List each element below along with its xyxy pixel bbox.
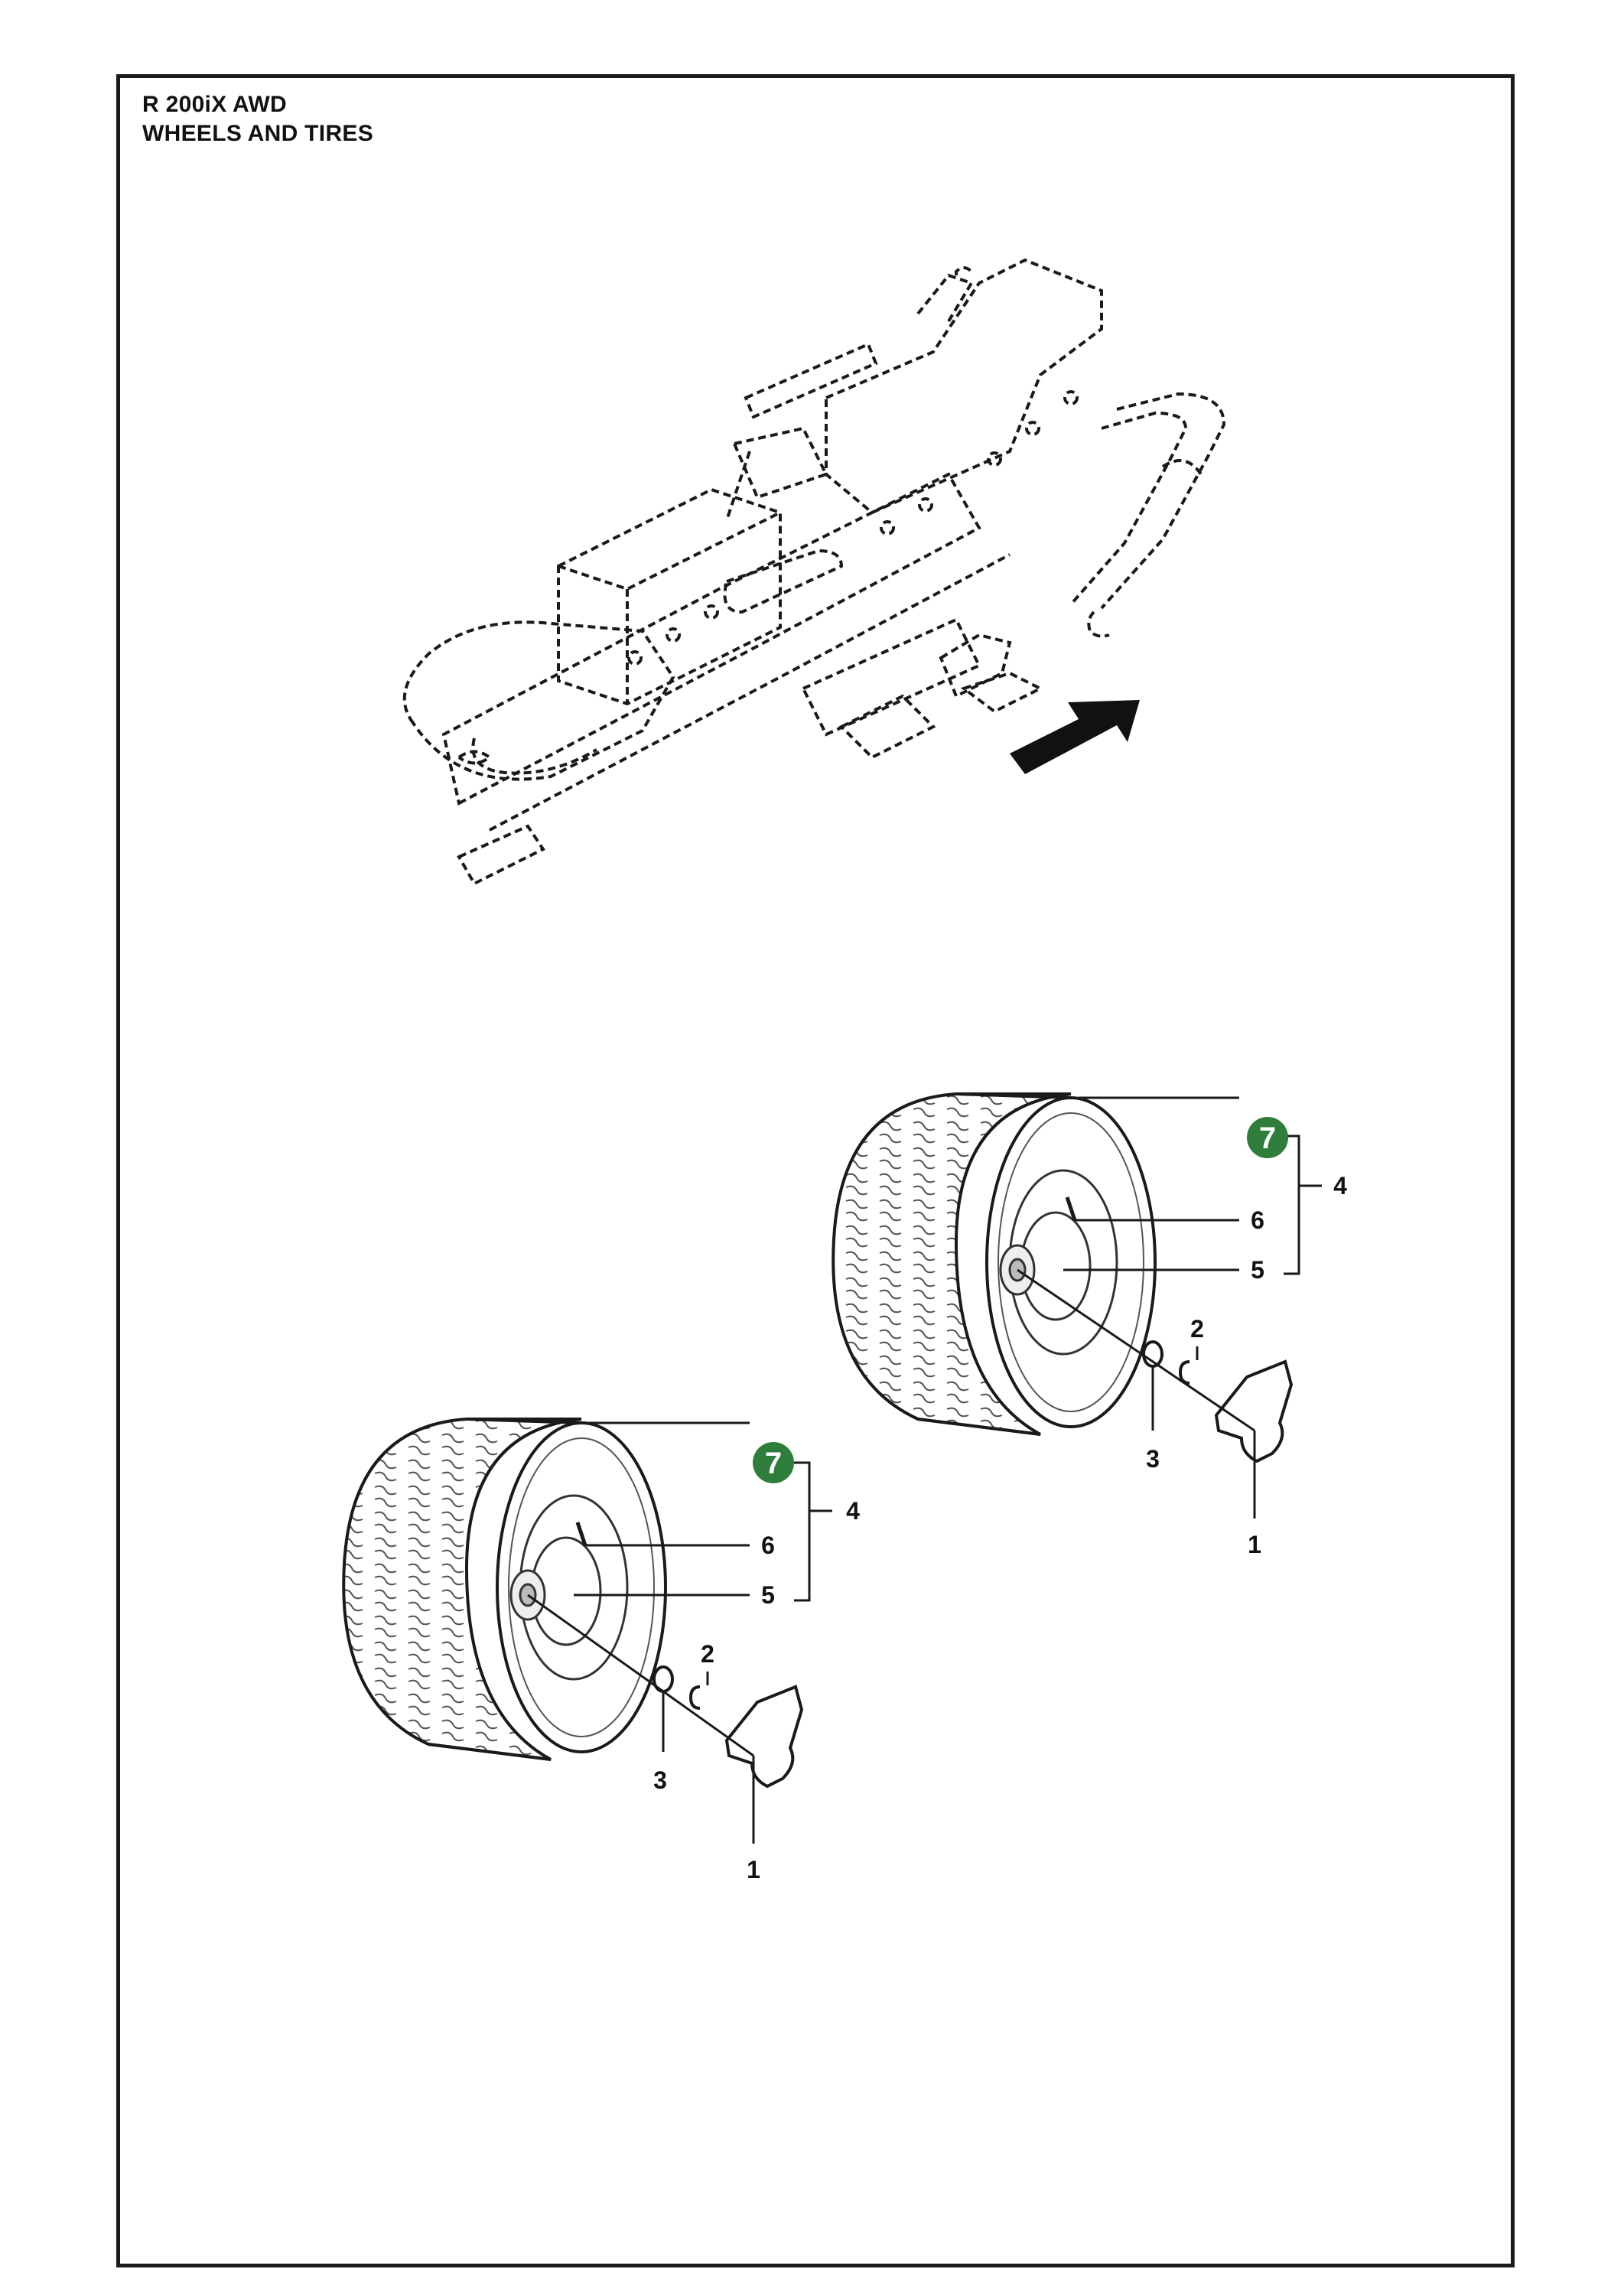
section-title: WHEELS AND TIRES — [142, 121, 374, 146]
valve-right — [1065, 1196, 1077, 1221]
clip-left — [688, 1685, 701, 1710]
arrow-icon — [1010, 700, 1140, 774]
chassis-frame — [402, 258, 1226, 886]
callout-6-left: 6 — [761, 1532, 775, 1559]
callout-7-right: 7 — [1259, 1121, 1276, 1155]
model-title: R 200iX AWD — [142, 92, 287, 117]
valve-left — [575, 1522, 587, 1546]
callout-1-left: 1 — [747, 1856, 760, 1883]
callout-4-left: 4 — [846, 1497, 860, 1525]
page-frame — [116, 74, 1515, 2267]
hub-cap-left — [724, 1685, 804, 1789]
callout-5-right: 5 — [1251, 1256, 1264, 1284]
title-block: R 200iX AWD WHEELS AND TIRES — [142, 90, 373, 148]
callout-2-right: 2 — [1190, 1315, 1204, 1343]
callout-5-left: 5 — [761, 1581, 775, 1609]
callout-2-left: 2 — [701, 1640, 714, 1668]
callout-3-left: 3 — [653, 1766, 667, 1794]
callout-4-right: 4 — [1333, 1172, 1347, 1200]
callout-6-right: 6 — [1251, 1206, 1264, 1234]
hub-cap-right — [1214, 1359, 1294, 1463]
new-part-badge-icon — [753, 1442, 794, 1483]
wheel-assembly-right: 7 4 6 5 2 3 1 — [832, 1092, 1347, 1558]
tire-right — [832, 1092, 1157, 1436]
new-part-badge-icon — [1247, 1117, 1288, 1158]
callout-1-right: 1 — [1248, 1531, 1261, 1558]
wheel-assembly-left: 7 4 6 5 2 3 1 — [342, 1418, 860, 1883]
tire-left — [342, 1418, 667, 1761]
callout-3-right: 3 — [1146, 1445, 1160, 1473]
callout-7-left: 7 — [765, 1447, 782, 1480]
